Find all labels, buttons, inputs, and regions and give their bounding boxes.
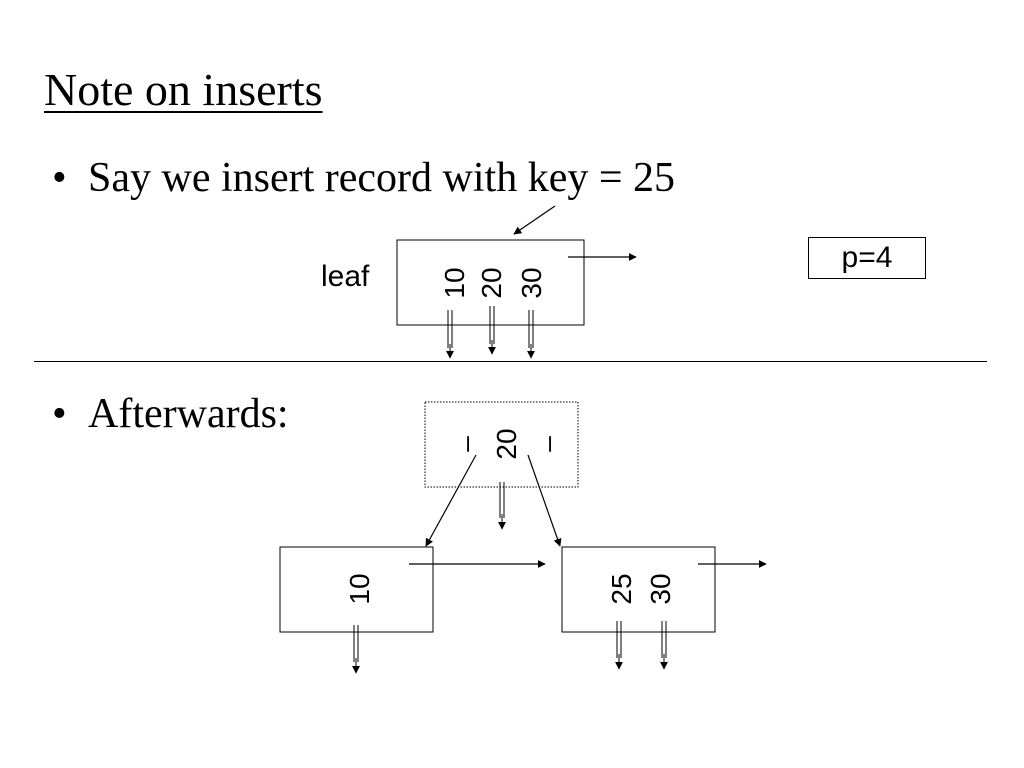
bullet-text: Afterwards: xyxy=(88,391,289,437)
bullet-afterwards: • Afterwards: xyxy=(52,390,289,438)
divider-line xyxy=(34,361,987,362)
left-leaf-box xyxy=(279,546,434,633)
after-left-leaf-node: 10 xyxy=(279,546,434,633)
left-leaf-record-pointer-arrow xyxy=(352,625,360,674)
slide-title: Note on inserts xyxy=(44,64,323,115)
leaf-key: 30 xyxy=(516,267,547,298)
before-leaf-node: 10 20 30 xyxy=(396,239,585,326)
right-child-pointer-arrow xyxy=(527,454,562,547)
parent-node-box xyxy=(424,401,579,488)
leaf-key: 20 xyxy=(476,267,507,298)
record-pointer-arrows xyxy=(446,306,535,359)
right-leaf-box xyxy=(561,546,716,633)
leaf-key: 10 xyxy=(439,267,470,298)
bullet-text: Say we insert record with key = 25 xyxy=(88,155,676,201)
right-leaf-record-pointer-arrows xyxy=(615,621,668,670)
parent-key: – xyxy=(450,436,481,452)
left-child-pointer-arrow xyxy=(425,454,477,547)
bullet-insert: • Say we insert record with key = 25 xyxy=(52,154,675,202)
bullet-dot: • xyxy=(52,391,67,437)
left-leaf-key: 10 xyxy=(344,573,375,604)
right-leaf-key: 30 xyxy=(645,573,676,604)
after-parent-node: – 20 – xyxy=(424,401,579,488)
parent-key: – xyxy=(532,436,563,452)
insert-pointer-arrow xyxy=(513,205,556,235)
bullet-dot: • xyxy=(52,155,67,201)
parent-key: 20 xyxy=(491,428,522,459)
leaf-label: leaf xyxy=(321,260,370,293)
parameter-box: p=4 xyxy=(808,237,926,279)
right-leaf-key: 25 xyxy=(606,573,637,604)
parent-record-pointer-arrow xyxy=(498,482,506,530)
after-right-leaf-node: 25 30 xyxy=(561,546,716,633)
